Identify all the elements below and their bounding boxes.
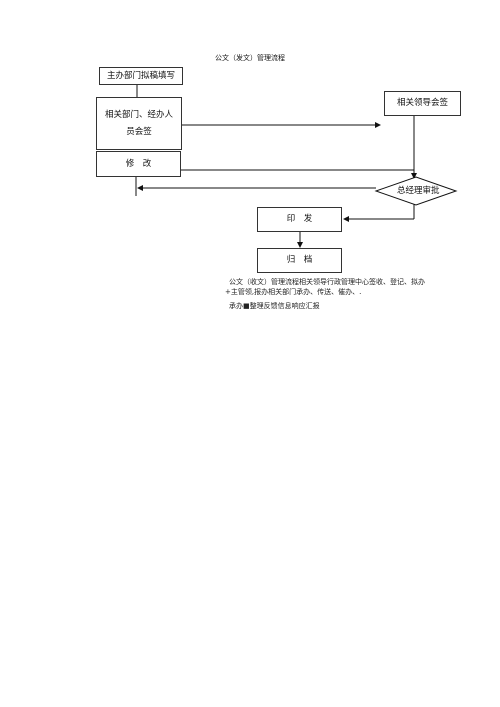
footer-note-line1: 公文（收文）管理流程相关领导行政管理中心签收、登记、拟办	[229, 278, 425, 286]
node-countersign-dept-line2: 员会签	[126, 126, 152, 137]
node-draft-label: 主办部门拟稿填写	[106, 70, 175, 81]
node-revise: 修 改	[96, 151, 181, 177]
node-draft: 主办部门拟稿填写	[99, 67, 183, 85]
footer-note-line3: 承办■整理反馈信息响应汇报	[229, 302, 320, 310]
node-archive: 归 档	[257, 248, 342, 273]
node-gm-review: 总经理审批	[397, 186, 440, 196]
decision-diamond	[374, 176, 458, 206]
node-leader-countersign: 相关领导会签	[384, 91, 461, 116]
node-leader-countersign-label: 相关领导会签	[396, 98, 448, 109]
node-print-label: 印 发	[286, 214, 313, 225]
node-countersign-dept-line1: 相关部门、经办人	[104, 110, 173, 121]
node-print: 印 发	[257, 207, 342, 232]
node-archive-label: 归 档	[286, 255, 313, 266]
node-countersign-dept: 相关部门、经办人 员会签	[96, 97, 182, 150]
node-revise-label: 修 改	[125, 158, 152, 169]
page-title: 公文（发文）管理流程	[215, 54, 285, 62]
footer-note-line2: +主管领,报办相关部门承办、传送、催办、.	[225, 288, 362, 296]
